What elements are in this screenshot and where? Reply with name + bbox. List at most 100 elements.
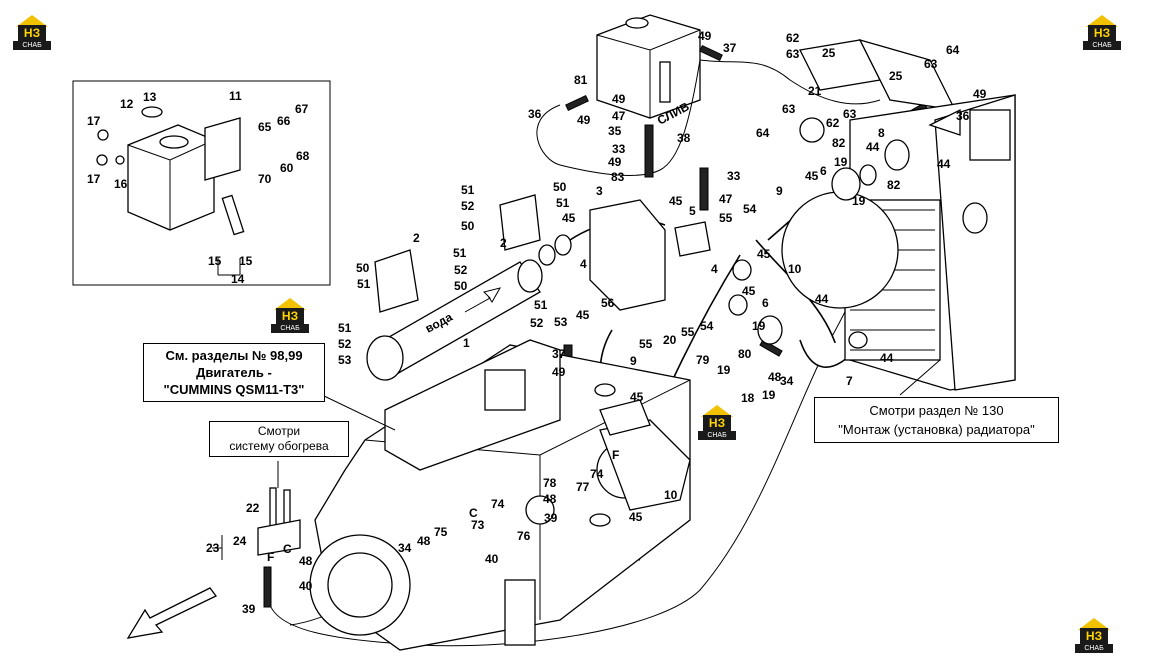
part-number-label: 45 <box>742 284 756 298</box>
logo-mark: НЗ <box>1088 25 1116 41</box>
part-number-label: 49 <box>552 365 566 379</box>
part-number-label: 50 <box>356 261 370 275</box>
part-number-label: C <box>283 542 292 556</box>
logo-top-left: НЗ СНАБ <box>12 15 52 51</box>
brackets <box>374 38 957 313</box>
part-number-label: 9 <box>630 354 637 368</box>
part-number-label: 14 <box>231 272 245 286</box>
part-number-label: 82 <box>887 178 901 192</box>
part-number-label: 19 <box>834 155 848 169</box>
logo-mark: НЗ <box>703 415 731 431</box>
part-number-label: 2 <box>500 236 507 250</box>
part-number-label: 67 <box>295 102 309 116</box>
part-number-label: 12 <box>120 97 134 111</box>
part-number-label: 75 <box>434 525 448 539</box>
logo-mid-center: НЗ СНАБ <box>697 405 737 441</box>
part-number-label: 45 <box>629 510 643 524</box>
part-number-label: 6 <box>762 296 769 310</box>
inset-frame <box>72 80 331 286</box>
part-number-label: 39 <box>544 511 558 525</box>
heating-note-line-2: систему обогрева <box>229 439 329 453</box>
part-number-label: 19 <box>852 194 866 208</box>
part-number-label: 15 <box>239 254 253 268</box>
part-number-label: 64 <box>946 43 960 57</box>
part-number-label: 20 <box>663 333 677 347</box>
part-number-label: 63 <box>843 107 857 121</box>
part-number-label: 65 <box>258 120 272 134</box>
part-number-label: 53 <box>338 353 352 367</box>
part-number-label: 48 <box>417 534 431 548</box>
part-number-label: 82 <box>832 136 846 150</box>
part-number-label: 50 <box>553 180 567 194</box>
part-number-label: 22 <box>246 501 260 515</box>
logo-bottom-right: НЗ СНАБ <box>1074 618 1114 654</box>
part-number-label: 52 <box>461 199 475 213</box>
part-number-label: C <box>469 506 478 520</box>
part-number-label: 76 <box>517 529 531 543</box>
part-number-label: 77 <box>576 480 590 494</box>
logo-top-right: НЗ СНАБ <box>1082 15 1122 51</box>
part-number-label: 34 <box>398 541 412 555</box>
part-number-label: F <box>612 448 619 462</box>
part-number-label: 56 <box>601 296 615 310</box>
part-number-label: 4 <box>711 262 718 276</box>
part-number-label: 1 <box>463 336 470 350</box>
part-number-label: 60 <box>280 161 294 175</box>
part-number-label: 54 <box>700 319 714 333</box>
part-number-label: 45 <box>630 390 644 404</box>
part-number-label: 7 <box>846 374 853 388</box>
part-number-label: 49 <box>608 155 622 169</box>
part-number-label: 21 <box>808 84 822 98</box>
part-number-label: 16 <box>114 177 128 191</box>
part-number-label: 44 <box>866 140 880 154</box>
expansion-tank <box>596 14 701 119</box>
part-number-label: 51 <box>453 246 467 260</box>
part-number-label: 15 <box>208 254 222 268</box>
engine-note-line-1: См. разделы № 98,99 <box>165 348 303 363</box>
logo-sub: СНАБ <box>13 41 51 50</box>
part-number-label: 13 <box>143 90 157 104</box>
part-number-label: 9 <box>776 184 783 198</box>
part-number-label: 51 <box>556 196 570 210</box>
part-number-label: 63 <box>924 57 938 71</box>
part-number-label: 10 <box>788 262 802 276</box>
part-number-label: 40 <box>299 579 313 593</box>
part-number-label: 8 <box>878 126 885 140</box>
part-number-label: 36 <box>528 107 542 121</box>
part-number-label: 81 <box>574 73 588 87</box>
part-number-label: 62 <box>826 116 840 130</box>
part-number-label: 74 <box>590 467 604 481</box>
part-number-label: 47 <box>612 109 626 123</box>
logo-mid-left: НЗ СНАБ <box>270 298 310 334</box>
part-number-label: 19 <box>717 363 731 377</box>
clamps <box>257 108 961 556</box>
flow-arrow <box>464 287 502 313</box>
part-number-label: 38 <box>677 131 691 145</box>
part-number-label: F <box>267 550 274 564</box>
part-number-label: 63 <box>782 102 796 116</box>
part-number-label: 83 <box>611 170 625 184</box>
logo-sub: СНАБ <box>698 431 736 440</box>
part-number-label: 53 <box>554 315 568 329</box>
part-number-label: 49 <box>577 113 591 127</box>
part-number-label: 45 <box>562 211 576 225</box>
part-number-label: 66 <box>277 114 291 128</box>
part-number-label: 47 <box>719 192 733 206</box>
engine <box>309 339 691 651</box>
part-number-label: 34 <box>780 374 794 388</box>
radiator-note-line-2: "Монтаж (установка) радиатора" <box>838 422 1035 437</box>
part-number-label: 17 <box>87 172 101 186</box>
part-number-label: 49 <box>973 87 987 101</box>
part-number-label: 45 <box>757 247 771 261</box>
direction-arrow <box>126 587 217 639</box>
part-number-label: 48 <box>768 370 782 384</box>
part-number-label: 19 <box>752 319 766 333</box>
part-number-label: 54 <box>743 202 757 216</box>
part-number-label: 52 <box>454 263 468 277</box>
engine-reference-note: См. разделы № 98,99 Двигатель - "CUMMINS… <box>143 343 325 402</box>
part-number-label: 51 <box>534 298 548 312</box>
part-number-label: 10 <box>664 488 678 502</box>
heating-reference-note: Смотри систему обогрева <box>209 421 349 457</box>
